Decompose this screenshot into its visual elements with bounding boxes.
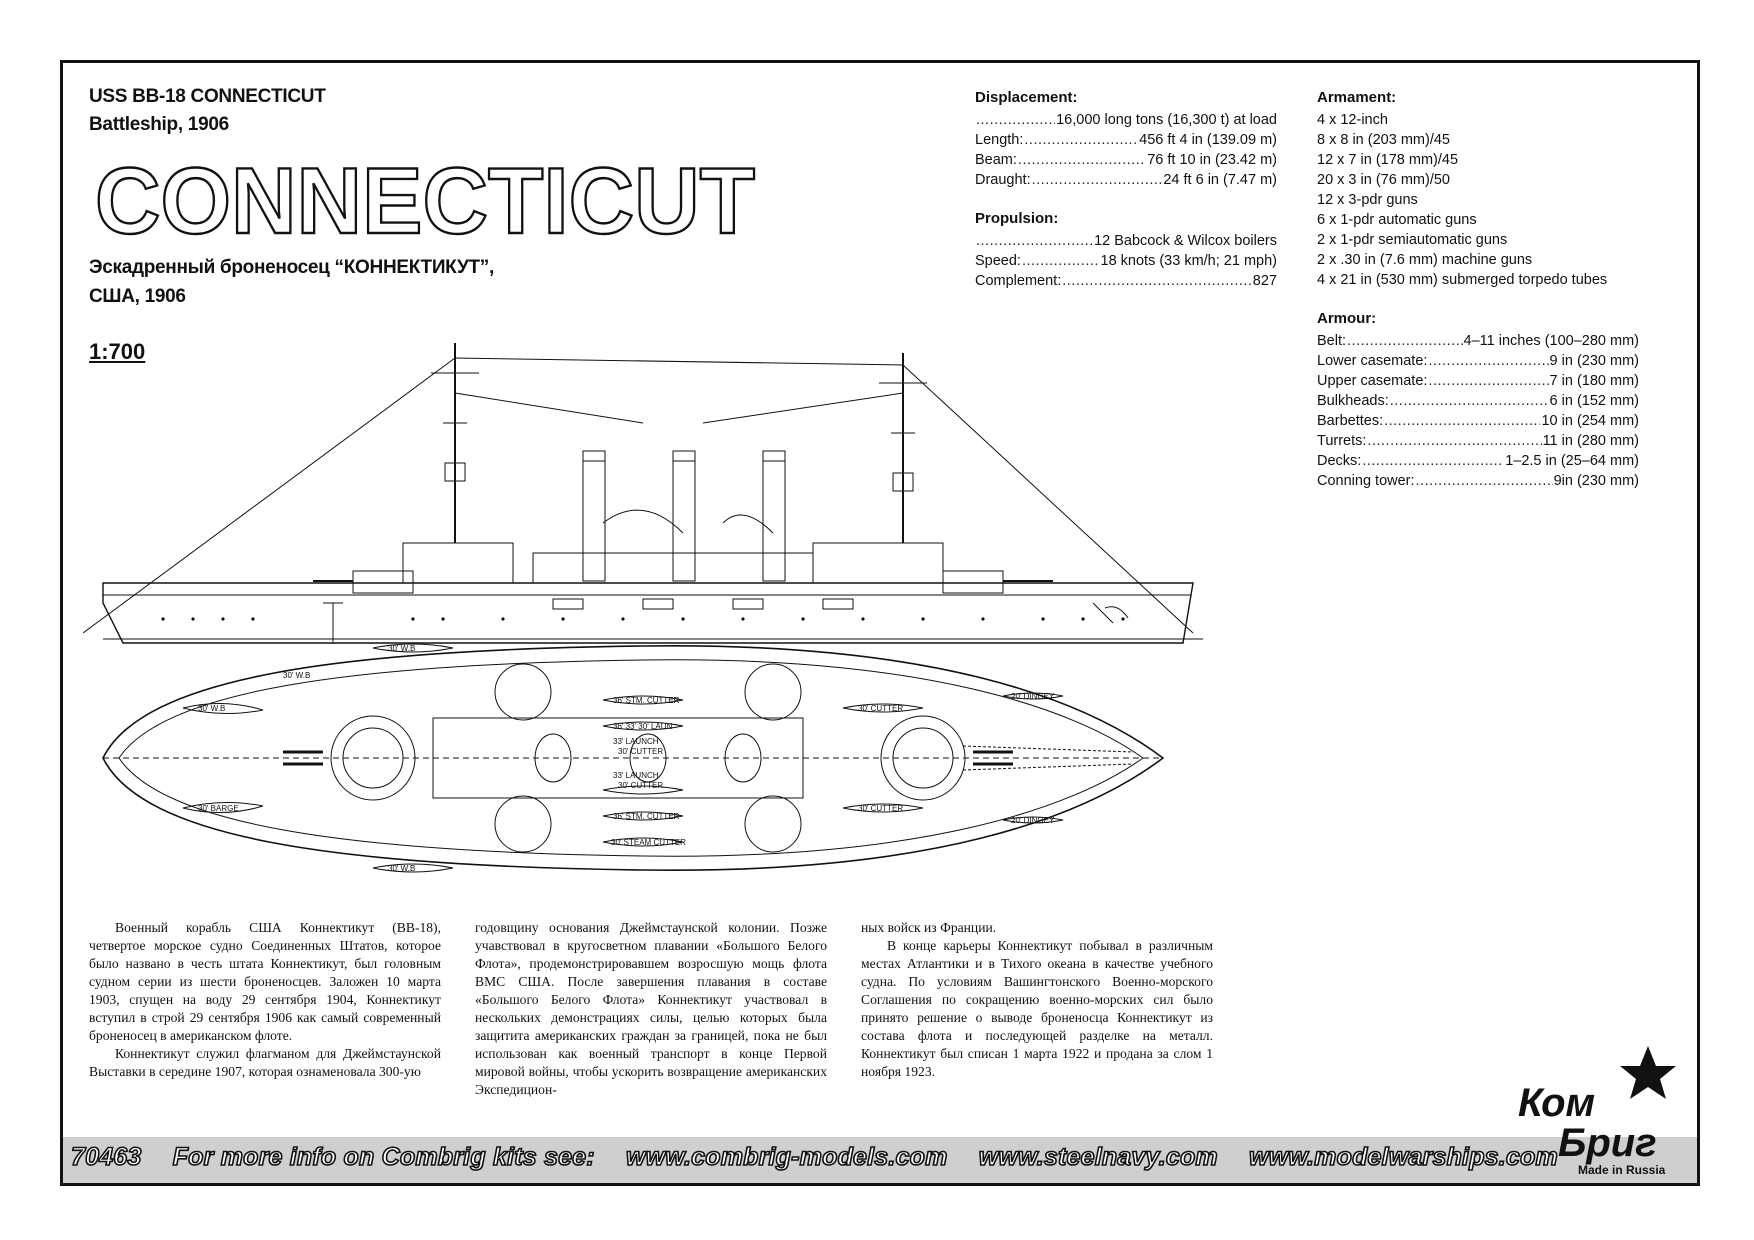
boat-label: 20' DINGEY xyxy=(1011,816,1055,825)
spec-row: Complement:827 xyxy=(975,271,1277,291)
boat-label: 30' CUTTER xyxy=(618,781,663,790)
armament-heading: Armament: xyxy=(1317,89,1397,106)
spec-row: Conning tower:9in (230 mm) xyxy=(1317,471,1639,491)
link-modelwarships[interactable]: www.modelwarships.com xyxy=(1248,1142,1558,1172)
side-profile-drawing xyxy=(83,343,1203,644)
boat-outlines xyxy=(182,643,1064,873)
boat-label: 30' CUTTER xyxy=(858,704,903,713)
text-column-1: Военный корабль США Коннектикут (BB-18),… xyxy=(89,919,441,1081)
logo-line1: Ком xyxy=(1518,1081,1595,1125)
armament-item: 4 x 12-inch xyxy=(1317,112,1388,128)
text-column-3: ных войск из Франции. В конце карьеры Ко… xyxy=(861,919,1213,1081)
boat-label: 30' CUTTER xyxy=(618,747,663,756)
scale-label: 1:700 xyxy=(89,339,146,364)
russian-title-line1: Эскадренный броненосец “КОННЕКТИКУТ”, xyxy=(89,257,494,278)
armament-item: 12 x 3-pdr guns xyxy=(1317,192,1418,208)
paragraph: Военный корабль США Коннектикут (BB-18),… xyxy=(89,920,441,1043)
kit-code: 70463 xyxy=(70,1142,142,1172)
propulsion-heading: Propulsion: xyxy=(975,210,1059,227)
boat-label: 30' STEAM CUTTER xyxy=(611,838,686,847)
armament-item: 8 x 8 in (203 mm)/45 xyxy=(1317,132,1450,148)
spec-row: Turrets:11 in (280 mm) xyxy=(1317,431,1639,451)
spec-row: 12 Babcock & Wilcox boilers xyxy=(975,231,1277,251)
combrig-logo: Ком Бриг Made in Russia xyxy=(1518,1046,1676,1177)
ship-name-outline-title: CONNECTICUT xyxy=(93,147,773,254)
boat-label: 36' 33' 30' LAUN xyxy=(613,722,673,731)
star-icon xyxy=(1620,1046,1676,1099)
armament-item: 4 x 21 in (530 mm) submerged torpedo tub… xyxy=(1317,272,1608,288)
paragraph: годовщину основания Джеймстаунской колон… xyxy=(475,920,827,1097)
specs-armament-block: Armament: 4 x 12-inch 8 x 8 in (203 mm)/… xyxy=(1317,89,1639,491)
link-combrig[interactable]: www.combrig-models.com xyxy=(625,1142,948,1172)
armament-item: 6 x 1-pdr automatic guns xyxy=(1317,212,1477,228)
boat-label: 33' LAUNCH xyxy=(613,737,659,746)
spec-row: Length:456 ft 4 in (139.09 m) xyxy=(975,130,1277,150)
link-steelnavy[interactable]: www.steelnavy.com xyxy=(978,1142,1219,1172)
ship-designation: USS BB-18 CONNECTICUT xyxy=(89,86,326,107)
spec-row: Beam:76 ft 10 in (23.42 m) xyxy=(975,150,1277,170)
ship-type-year: Battleship, 1906 xyxy=(89,114,229,135)
armament-item: 2 x .30 in (7.6 mm) machine guns xyxy=(1317,252,1533,268)
armour-heading: Armour: xyxy=(1317,310,1377,327)
russian-title-line2: США, 1906 xyxy=(89,286,186,307)
spec-row: Upper casemate:7 in (180 mm) xyxy=(1317,371,1639,391)
spec-row: 16,000 long tons (16,300 t) at load xyxy=(975,110,1277,130)
specs-displacement-block: Displacement: 16,000 long tons (16,300 t… xyxy=(975,89,1277,291)
footer-band: 70463 For more info on Combrig kits see:… xyxy=(63,1137,1697,1183)
boat-label: 30' W.B xyxy=(283,671,310,680)
displacement-heading: Displacement: xyxy=(975,89,1078,106)
spec-row: Lower casemate:9 in (230 mm) xyxy=(1317,351,1639,371)
boat-label: 30' W.B xyxy=(198,704,225,713)
paragraph: В конце карьеры Коннектикут побывал в ра… xyxy=(861,938,1213,1079)
spec-row: Speed:18 knots (33 km/h; 21 mph) xyxy=(975,251,1277,271)
boat-label: 30' W.B xyxy=(388,644,415,653)
armament-item: 12 x 7 in (178 mm)/45 xyxy=(1317,152,1459,168)
plan-view-drawing: 30' W.B 30' W.B 36' STM. CUTTER 36' 33' … xyxy=(102,643,1165,873)
armament-item: 2 x 1-pdr semiautomatic guns xyxy=(1317,232,1508,248)
boat-label: 33' LAUNCH xyxy=(613,771,659,780)
spec-row: Bulkheads:6 in (152 mm) xyxy=(1317,391,1639,411)
boat-label: 30' BARGE xyxy=(198,804,239,813)
text-column-2: годовщину основания Джеймстаунской колон… xyxy=(475,919,827,1099)
armament-list: 4 x 12-inch 8 x 8 in (203 mm)/45 12 x 7 … xyxy=(1317,110,1639,290)
spec-row: Belt:4–11 inches (100–280 mm) xyxy=(1317,331,1639,351)
boat-label: 36' STM. CUTTER xyxy=(613,696,680,705)
spec-row: Decks:1–2.5 in (25–64 mm) xyxy=(1317,451,1639,471)
paragraph: ных войск из Франции. xyxy=(861,920,997,935)
logo-line2: Бриг xyxy=(1558,1121,1657,1165)
logo-tagline: Made in Russia xyxy=(1578,1163,1666,1177)
spec-row: Draught:24 ft 6 in (7.47 m) xyxy=(975,170,1277,190)
spec-row: Barbettes:10 in (254 mm) xyxy=(1317,411,1639,431)
boat-label: 20' DINGEY xyxy=(1011,692,1055,701)
boat-label: 30' W.B xyxy=(388,864,415,873)
porthole-row xyxy=(161,617,1125,621)
paragraph: Коннектикут служил флагманом для Джеймст… xyxy=(89,1046,441,1079)
armament-item: 20 x 3 in (76 mm)/50 xyxy=(1317,172,1450,188)
ship-name-outline-text: CONNECTICUT xyxy=(95,148,755,253)
boat-label: 36' STM. CUTTER xyxy=(613,812,680,821)
poster-frame: USS BB-18 CONNECTICUT Battleship, 1906 C… xyxy=(60,60,1700,1186)
footer-info: For more info on Combrig kits see: xyxy=(172,1142,596,1172)
boat-label: 30' CUTTER xyxy=(858,804,903,813)
footer-links: 70463 For more info on Combrig kits see:… xyxy=(70,1142,1582,1172)
